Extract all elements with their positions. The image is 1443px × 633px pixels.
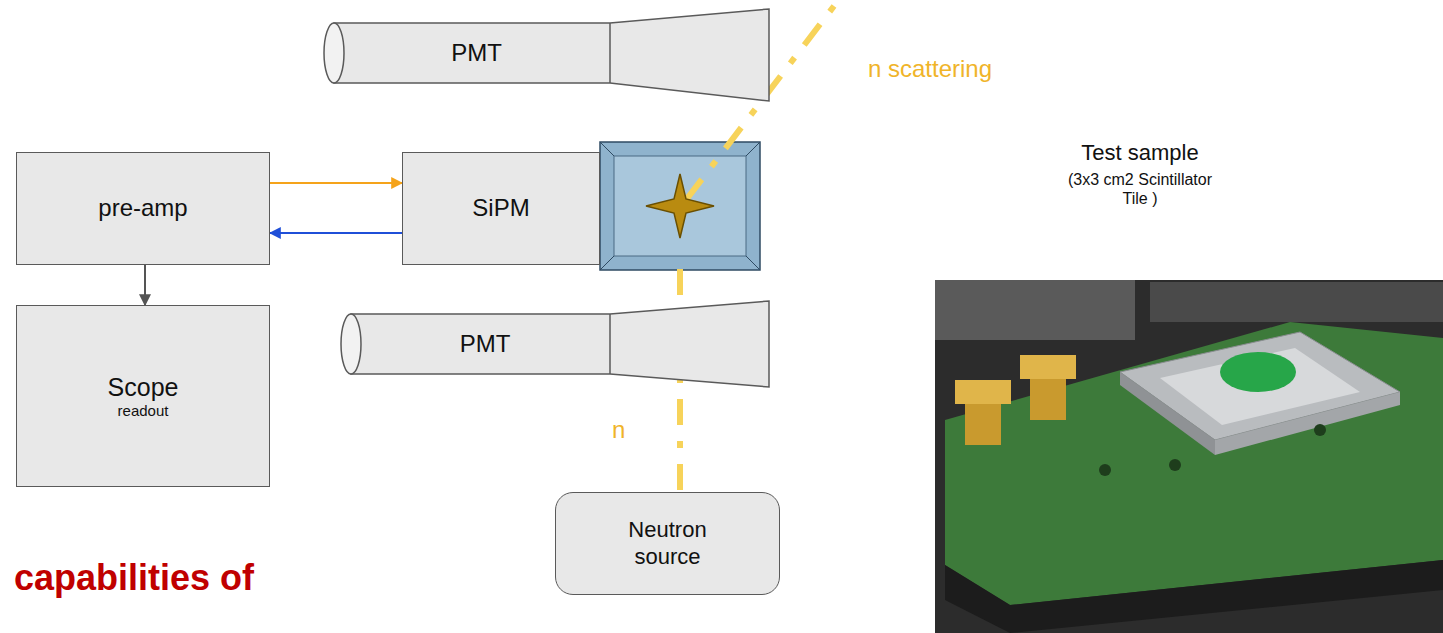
sma-connector xyxy=(955,380,1011,404)
scattering-label: n scattering xyxy=(868,55,992,84)
sample-title: Test sample xyxy=(1020,140,1260,166)
neutron-source-box: Neutron source xyxy=(555,492,780,595)
pmt-body xyxy=(334,9,769,101)
scintillator-tile xyxy=(600,142,760,270)
sma-connector xyxy=(1020,355,1076,379)
photo xyxy=(935,280,1443,633)
node-title: PMT xyxy=(451,39,502,68)
pmt-outline xyxy=(323,8,770,102)
tile-bevel xyxy=(746,256,760,270)
node-title: Neutron source xyxy=(593,517,743,570)
node-subtitle: readout xyxy=(118,402,169,420)
tile-bevel xyxy=(600,142,614,156)
node-title: pre-amp xyxy=(98,194,187,223)
neutron-label: n xyxy=(612,416,625,445)
tile-outer xyxy=(600,142,760,270)
pmt-outline xyxy=(340,300,770,388)
node-title: Scope xyxy=(108,372,179,402)
photo-cable xyxy=(935,280,1135,340)
pmt-end xyxy=(324,23,344,83)
photo-tile-side xyxy=(1215,392,1400,455)
photo-tile-side xyxy=(1120,372,1215,455)
tile-face xyxy=(614,156,746,256)
interaction-star xyxy=(646,174,714,238)
signal-arrow xyxy=(270,182,402,184)
photo-connectors xyxy=(955,355,1076,445)
sipm-box: SiPM xyxy=(402,152,600,265)
photo-cable xyxy=(1150,282,1443,322)
pmt-text-area: PMT xyxy=(360,314,610,374)
pmt-body xyxy=(351,301,769,387)
photo-pcb-edge xyxy=(945,560,1443,633)
photo-hole xyxy=(1314,424,1326,436)
signal-arrow xyxy=(270,232,402,234)
sample-note: (3x3 cm2 Scintillator Tile ) xyxy=(1065,170,1215,208)
photo-tile xyxy=(1120,332,1400,440)
pmt-joint xyxy=(609,23,611,83)
signal-arrow xyxy=(144,265,146,305)
scope-box: Scopereadout xyxy=(16,305,270,487)
pmt-end xyxy=(341,314,361,374)
node-title: PMT xyxy=(460,330,511,359)
photo-hole xyxy=(1099,464,1111,476)
tile-bevel xyxy=(600,256,614,270)
pmt-text-area: PMT xyxy=(343,23,610,83)
pmt-joint xyxy=(609,314,611,374)
slide-heading: capabilities of xyxy=(14,556,254,599)
photo-background xyxy=(935,280,1443,633)
pmt-tube: PMT xyxy=(323,8,770,102)
photo-hole xyxy=(1169,459,1181,471)
photo-pcb xyxy=(945,322,1443,605)
photo-sticker xyxy=(1220,352,1296,392)
tile-bevel xyxy=(746,142,760,156)
preamp-box: pre-amp xyxy=(16,152,270,265)
node-title: SiPM xyxy=(472,194,529,223)
pmt-tube: PMT xyxy=(340,300,770,388)
